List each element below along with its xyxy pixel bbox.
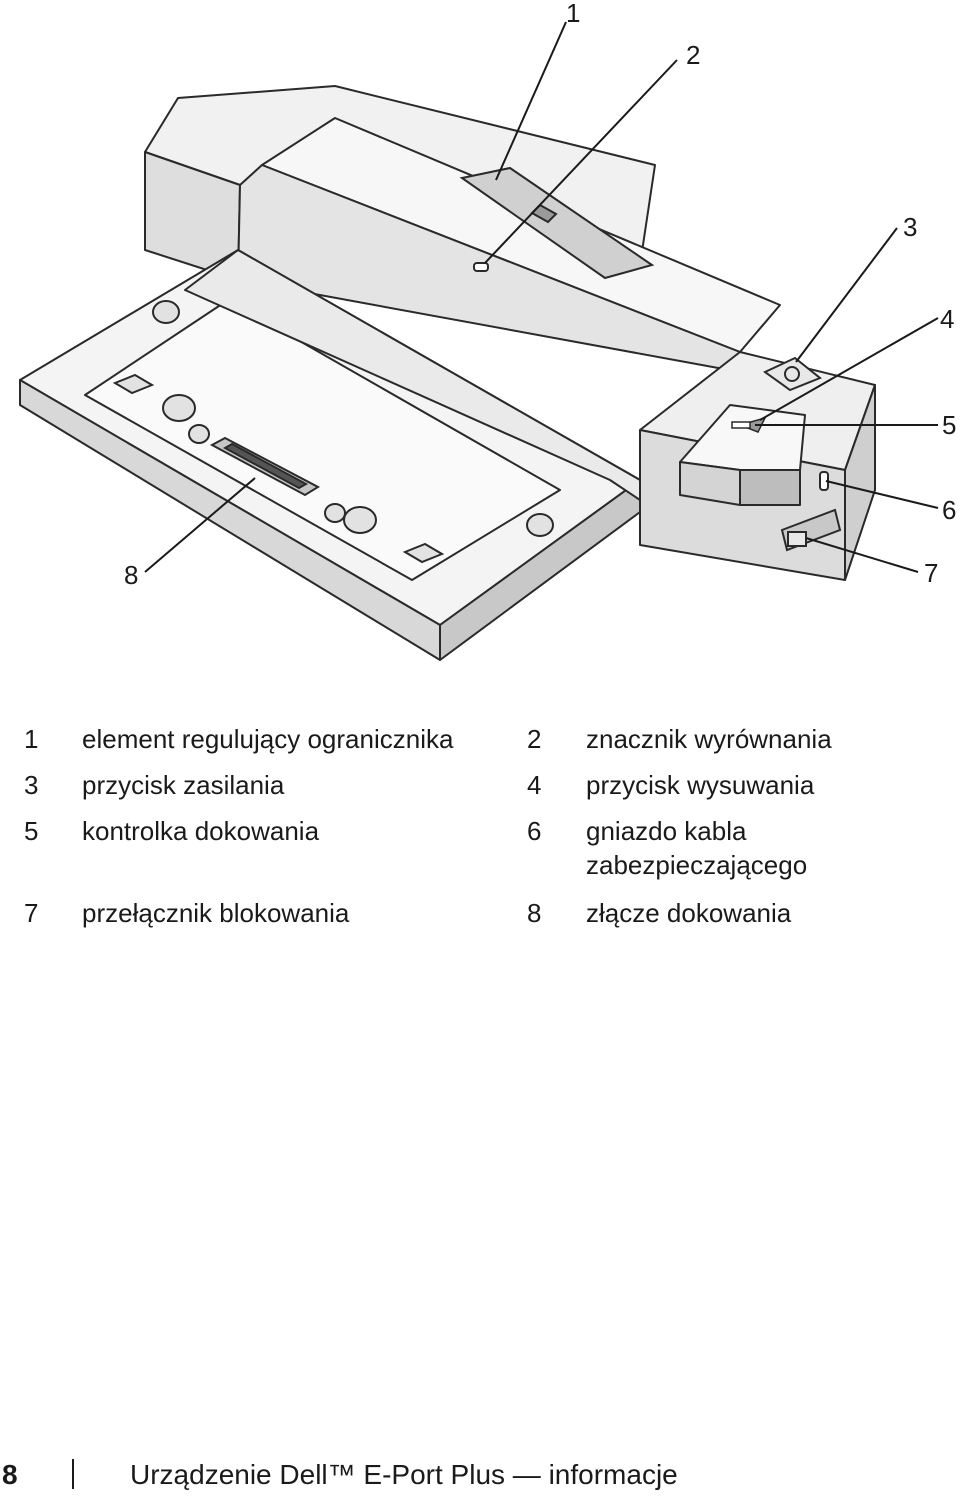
- tower-side: [844, 384, 876, 581]
- leader-lines: [144, 21, 939, 573]
- legend-text: złącze dokowania: [586, 898, 792, 928]
- legend-text: przycisk zasilania: [82, 770, 285, 800]
- legend-number: 4: [527, 770, 542, 800]
- callout-4: 4: [940, 304, 954, 334]
- callout-2: 2: [686, 40, 700, 70]
- callout-1: 1: [566, 0, 580, 28]
- legend-number: 5: [24, 816, 39, 846]
- legend-number: 1: [24, 724, 39, 754]
- legend-number: 8: [527, 898, 542, 928]
- callout-7: 7: [924, 558, 938, 588]
- footer-divider: [72, 1459, 74, 1489]
- legend-row: 7 przełącznik blokowania 8 złącze dokowa…: [0, 896, 960, 942]
- legend-table: 1 element regulujący ogranicznika 2 znac…: [0, 722, 960, 942]
- docking-station-illustration: 1 2 3 4 5 6 7 8: [19, 0, 956, 661]
- legend-text: znacznik wyrównania: [586, 724, 832, 754]
- legend-number: 7: [24, 898, 39, 928]
- legend-text: kontrolka dokowania: [82, 816, 320, 846]
- limit-adjuster: [459, 166, 655, 280]
- guide-pegs: [152, 300, 554, 537]
- footer-title: Urządzenie Dell™ E-Port Plus — informacj…: [130, 1459, 678, 1490]
- page-number: 8: [2, 1459, 18, 1490]
- legend-row: 1 element regulujący ogranicznika 2 znac…: [0, 722, 960, 768]
- central-block-front: [237, 164, 741, 373]
- eject-block-side: [739, 469, 801, 506]
- page-footer: 8 Urządzenie Dell™ E-Port Plus — informa…: [0, 1455, 960, 1495]
- legend-text: gniazdo kabla zabezpieczającego: [586, 816, 808, 880]
- legend-number: 3: [24, 770, 39, 800]
- tray-pads: [112, 373, 445, 564]
- docking-station-body: [19, 85, 876, 661]
- legend-number: 6: [527, 816, 542, 846]
- callout-5: 5: [942, 410, 956, 440]
- lock-switch: [780, 508, 842, 552]
- legend-text: przycisk wysuwania: [586, 770, 815, 800]
- docking-connector: [209, 436, 321, 497]
- legend-row: 5 kontrolka dokowania 6 gniazdo kabla za…: [0, 814, 960, 896]
- power-button: [763, 356, 822, 392]
- alignment-marker: [473, 262, 489, 272]
- callout-8: 8: [124, 560, 138, 590]
- callout-6: 6: [942, 495, 956, 525]
- legend-number: 2: [527, 724, 542, 754]
- legend-text: element regulujący ogranicznika: [82, 724, 454, 754]
- legend-row: 3 przycisk zasilania 4 przycisk wysuwani…: [0, 768, 960, 814]
- docking-indicator: [731, 421, 751, 429]
- legend-text: przełącznik blokowania: [82, 898, 350, 928]
- callout-numbers: 1 2 3 4 5 6 7 8: [124, 0, 956, 590]
- tray-inner-panel: [84, 299, 561, 581]
- callout-3: 3: [903, 212, 917, 242]
